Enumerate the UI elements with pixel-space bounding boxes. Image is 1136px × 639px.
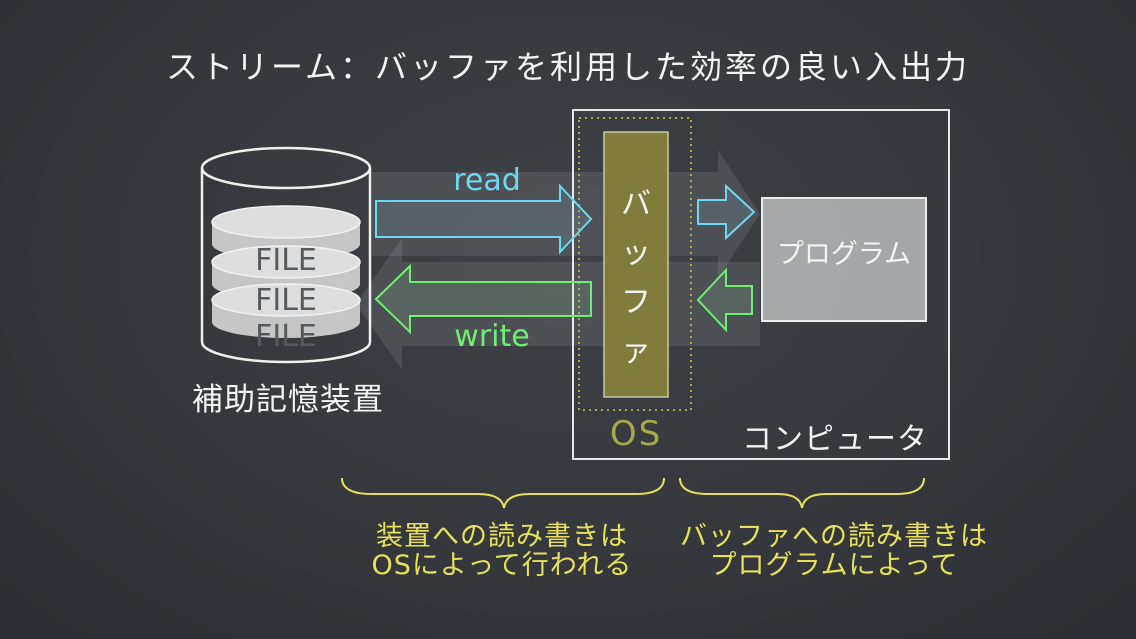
- note-line: プログラムによって: [709, 550, 959, 581]
- left-brace: [341, 477, 665, 509]
- file-label: FILE: [255, 243, 317, 278]
- buffer-to-program-arrow: [697, 183, 756, 241]
- file-label: FILE: [255, 283, 317, 318]
- file-label: FILE: [255, 319, 317, 354]
- read-arrow: [375, 183, 593, 255]
- right-brace: [679, 477, 925, 509]
- buffer-char: フ: [621, 285, 651, 320]
- buffer-char: ッ: [621, 236, 651, 271]
- note-device-io: 装置への読み書きは OSによって行われる: [330, 522, 674, 580]
- file-platter: [211, 283, 361, 338]
- note-line: バッファへの読み書きは: [680, 521, 988, 552]
- os-label: OS: [609, 414, 663, 454]
- storage-cylinder: [200, 146, 372, 364]
- program-box: [761, 197, 927, 322]
- computer-box: [572, 109, 950, 460]
- note-line: OSによって行われる: [371, 550, 633, 581]
- storage-label: 補助記憶装置: [192, 382, 384, 418]
- page-title: ストリーム：バッファを利用した効率の良い入出力: [165, 48, 971, 86]
- buffer-label: バ ッ フ ァ: [606, 180, 666, 376]
- buffer-char: バ: [621, 187, 651, 222]
- note-line: 装置への読み書きは: [376, 521, 628, 552]
- write-label: write: [454, 319, 529, 354]
- computer-label: コンピュータ: [742, 422, 928, 457]
- buffer-block: [603, 131, 669, 398]
- buffer-char: ァ: [621, 334, 651, 369]
- note-buffer-io: バッファへの読み書きは プログラムによって: [664, 522, 1004, 580]
- program-label: プログラム: [776, 239, 912, 270]
- os-region: [578, 117, 692, 411]
- program-to-buffer-arrow: [696, 267, 753, 333]
- write-arrow: [374, 263, 592, 335]
- read-label: read: [453, 163, 521, 198]
